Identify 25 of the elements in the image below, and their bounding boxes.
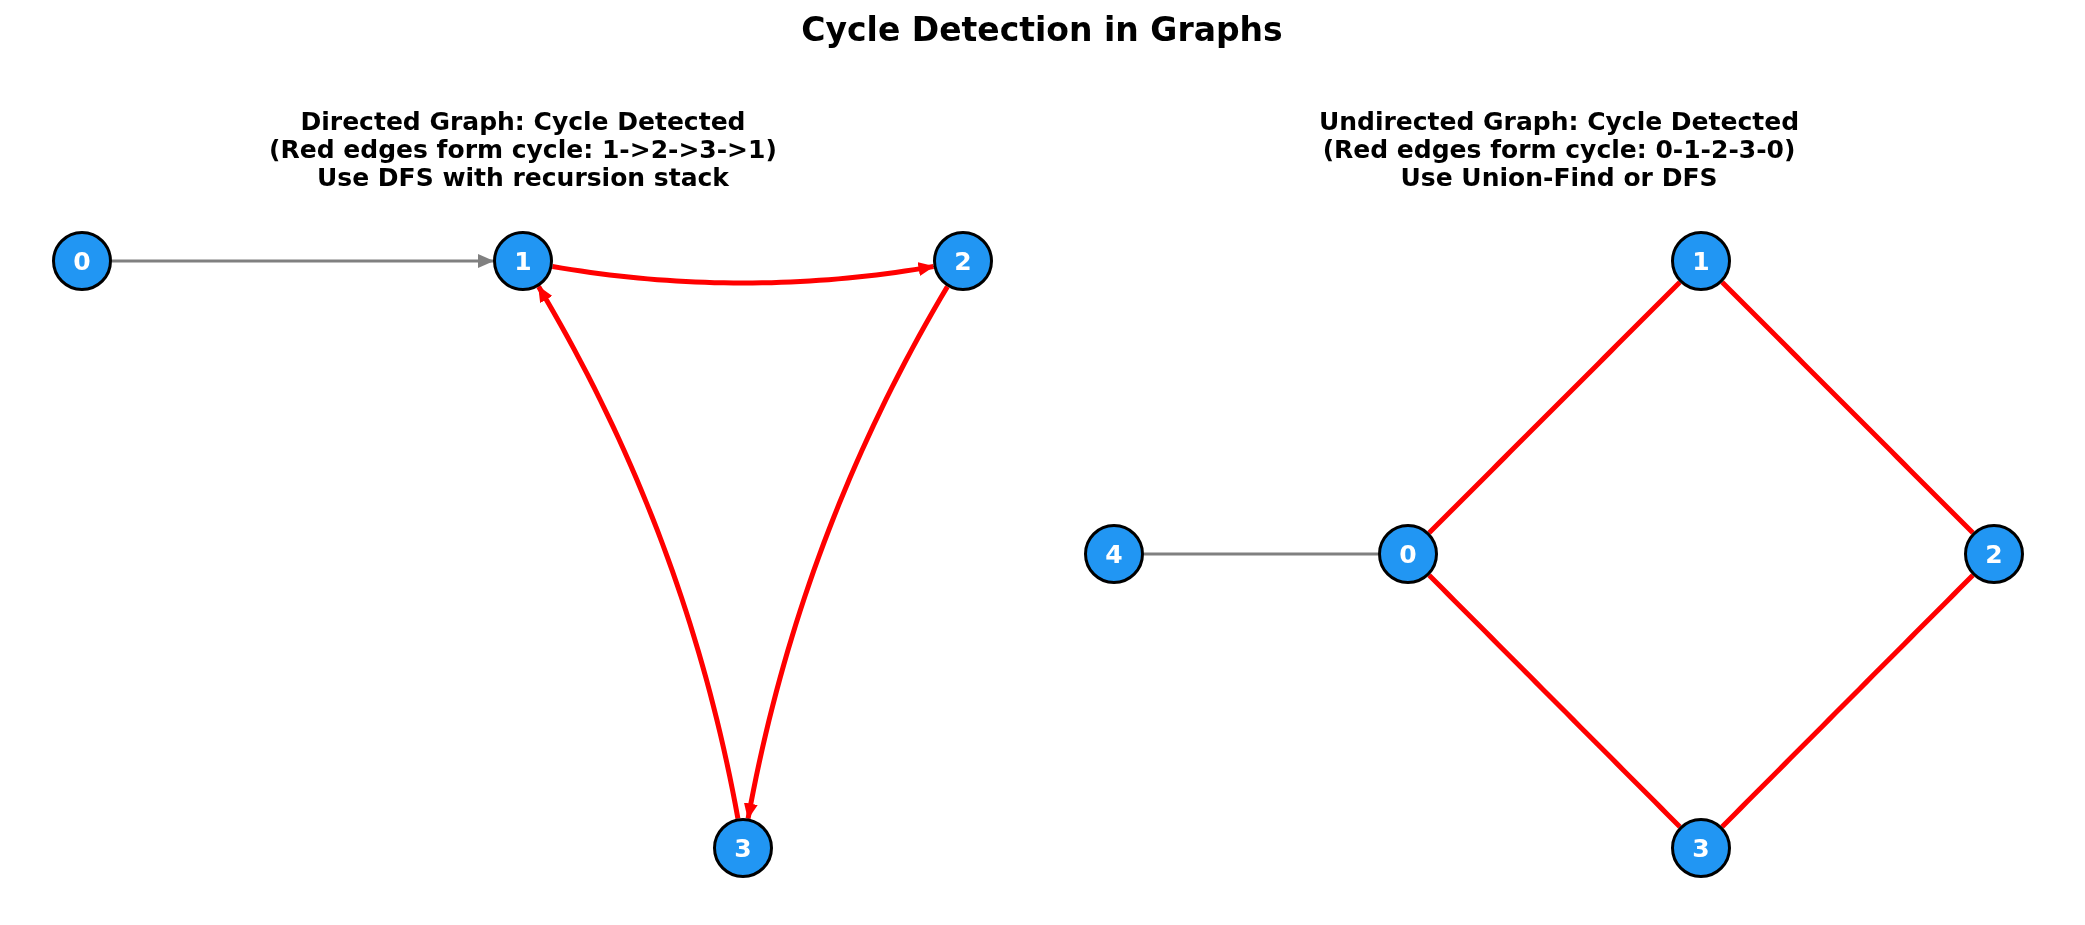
graph-subtitle: Use DFS with recursion stack (317, 164, 729, 192)
graph-node: 3 (713, 818, 773, 878)
graph-subtitle: Directed Graph: Cycle Detected (300, 108, 746, 136)
edge-line (1720, 573, 1975, 829)
graph-node: 0 (1378, 524, 1438, 584)
diagram-title: Cycle Detection in Graphs (801, 11, 1283, 49)
graph-node: 3 (1671, 818, 1731, 878)
arrow (552, 262, 935, 286)
graph-node: 2 (1964, 524, 2024, 584)
graph-node: 2 (933, 231, 993, 291)
graph-subtitle: Undirected Graph: Cycle Detected (1318, 108, 1800, 136)
graph-node: 1 (493, 231, 553, 291)
graph-node: 4 (1084, 524, 1144, 584)
edge-line (1427, 280, 1682, 535)
graph-node: 0 (52, 231, 112, 291)
edge-line (1720, 280, 1975, 535)
graph-subtitle: (Red edges form cycle: 1->2->3->1) (269, 136, 777, 164)
edge-line (1427, 573, 1682, 829)
arrow (743, 285, 950, 820)
graph-node: 1 (1671, 231, 1731, 291)
arrow (536, 285, 741, 819)
arrow (112, 254, 494, 268)
graph-subtitle: Use Union-Find or DFS (1400, 164, 1718, 192)
graph-subtitle: (Red edges form cycle: 0-1-2-3-0) (1322, 136, 1796, 164)
edge-line (1144, 552, 1378, 556)
